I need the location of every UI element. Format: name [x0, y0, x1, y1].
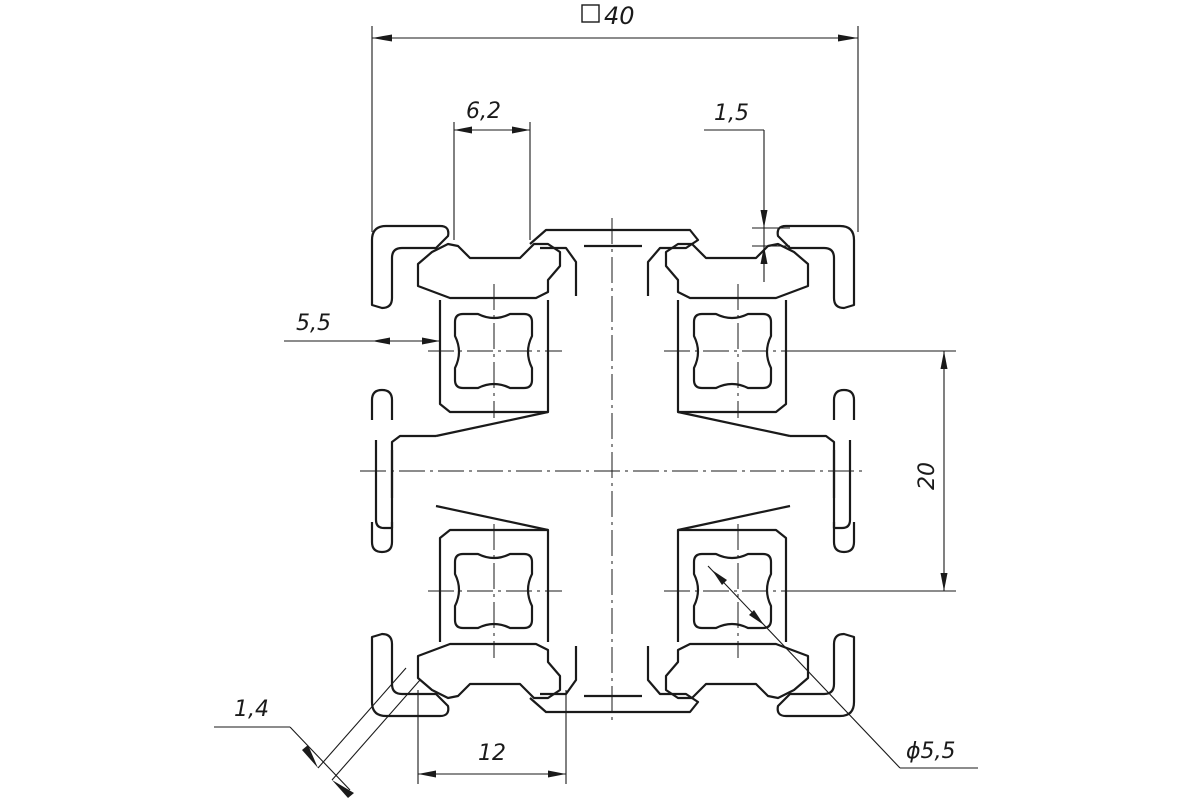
dimension-wall-label: 1,4	[234, 697, 269, 722]
top-slot	[529, 228, 700, 296]
dimension-lip: 1,5	[704, 101, 790, 282]
square-symbol-icon	[581, 4, 600, 23]
profile-outline	[370, 224, 856, 718]
dimension-core-hole-label: ϕ5,5	[906, 739, 956, 764]
dimension-overall: 40	[371, 2, 859, 232]
dimension-center-distance: 20	[790, 350, 956, 592]
dimension-slot-depth-label: 5,5	[296, 311, 331, 336]
bottom-slot	[529, 646, 700, 714]
dimension-overall-label: 40	[604, 2, 635, 30]
dimension-slot-inner: 12	[417, 690, 567, 784]
center-lines	[360, 218, 866, 722]
corner-bottom-left	[370, 520, 562, 718]
dimension-wall: 1,4	[214, 667, 421, 798]
dimension-core-hole: ϕ5,5	[707, 565, 978, 769]
dimension-slot-depth: 5,5	[284, 311, 440, 345]
dimension-slot-opening: 6,2	[453, 99, 531, 240]
dimension-slot-opening-label: 6,2	[466, 99, 501, 124]
corner-top-right	[664, 224, 856, 422]
dimension-slot-inner-label: 12	[478, 741, 506, 766]
right-slot	[790, 434, 852, 530]
left-slot	[374, 434, 436, 530]
dimension-center-distance-label: 20	[915, 462, 940, 490]
corner-top-left	[370, 224, 562, 422]
dimension-lip-label: 1,5	[714, 101, 749, 126]
